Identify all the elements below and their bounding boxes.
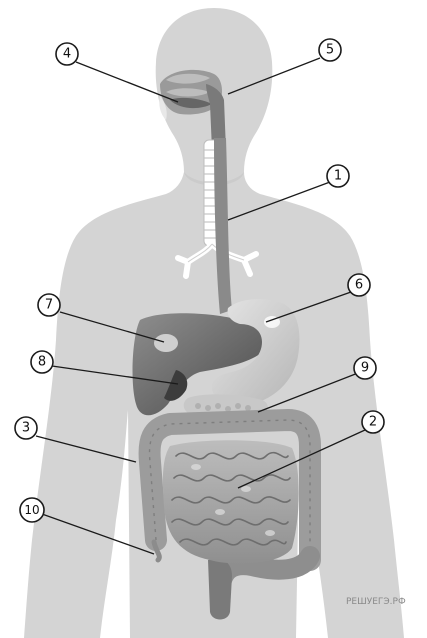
label-2: 2 [362,411,384,433]
label-7: 7 [38,294,60,316]
label-8: 8 [31,351,53,373]
svg-text:1: 1 [334,169,342,184]
svg-text:3: 3 [22,421,30,436]
label-5: 5 [319,39,341,61]
label-4: 4 [56,43,78,65]
watermark: РЕШУЕГЭ.РФ [346,597,406,607]
label-3: 3 [15,417,37,439]
label-9: 9 [354,357,376,379]
svg-text:10: 10 [24,503,39,517]
svg-text:6: 6 [355,278,363,293]
label-10: 10 [20,498,44,522]
label-6: 6 [348,274,370,296]
label-1: 1 [327,165,349,187]
svg-text:7: 7 [45,298,53,313]
svg-text:4: 4 [63,47,71,62]
svg-text:9: 9 [361,361,369,376]
svg-text:5: 5 [326,43,334,58]
svg-text:8: 8 [38,355,46,370]
small-intestine [163,440,299,563]
svg-text:2: 2 [369,415,377,430]
